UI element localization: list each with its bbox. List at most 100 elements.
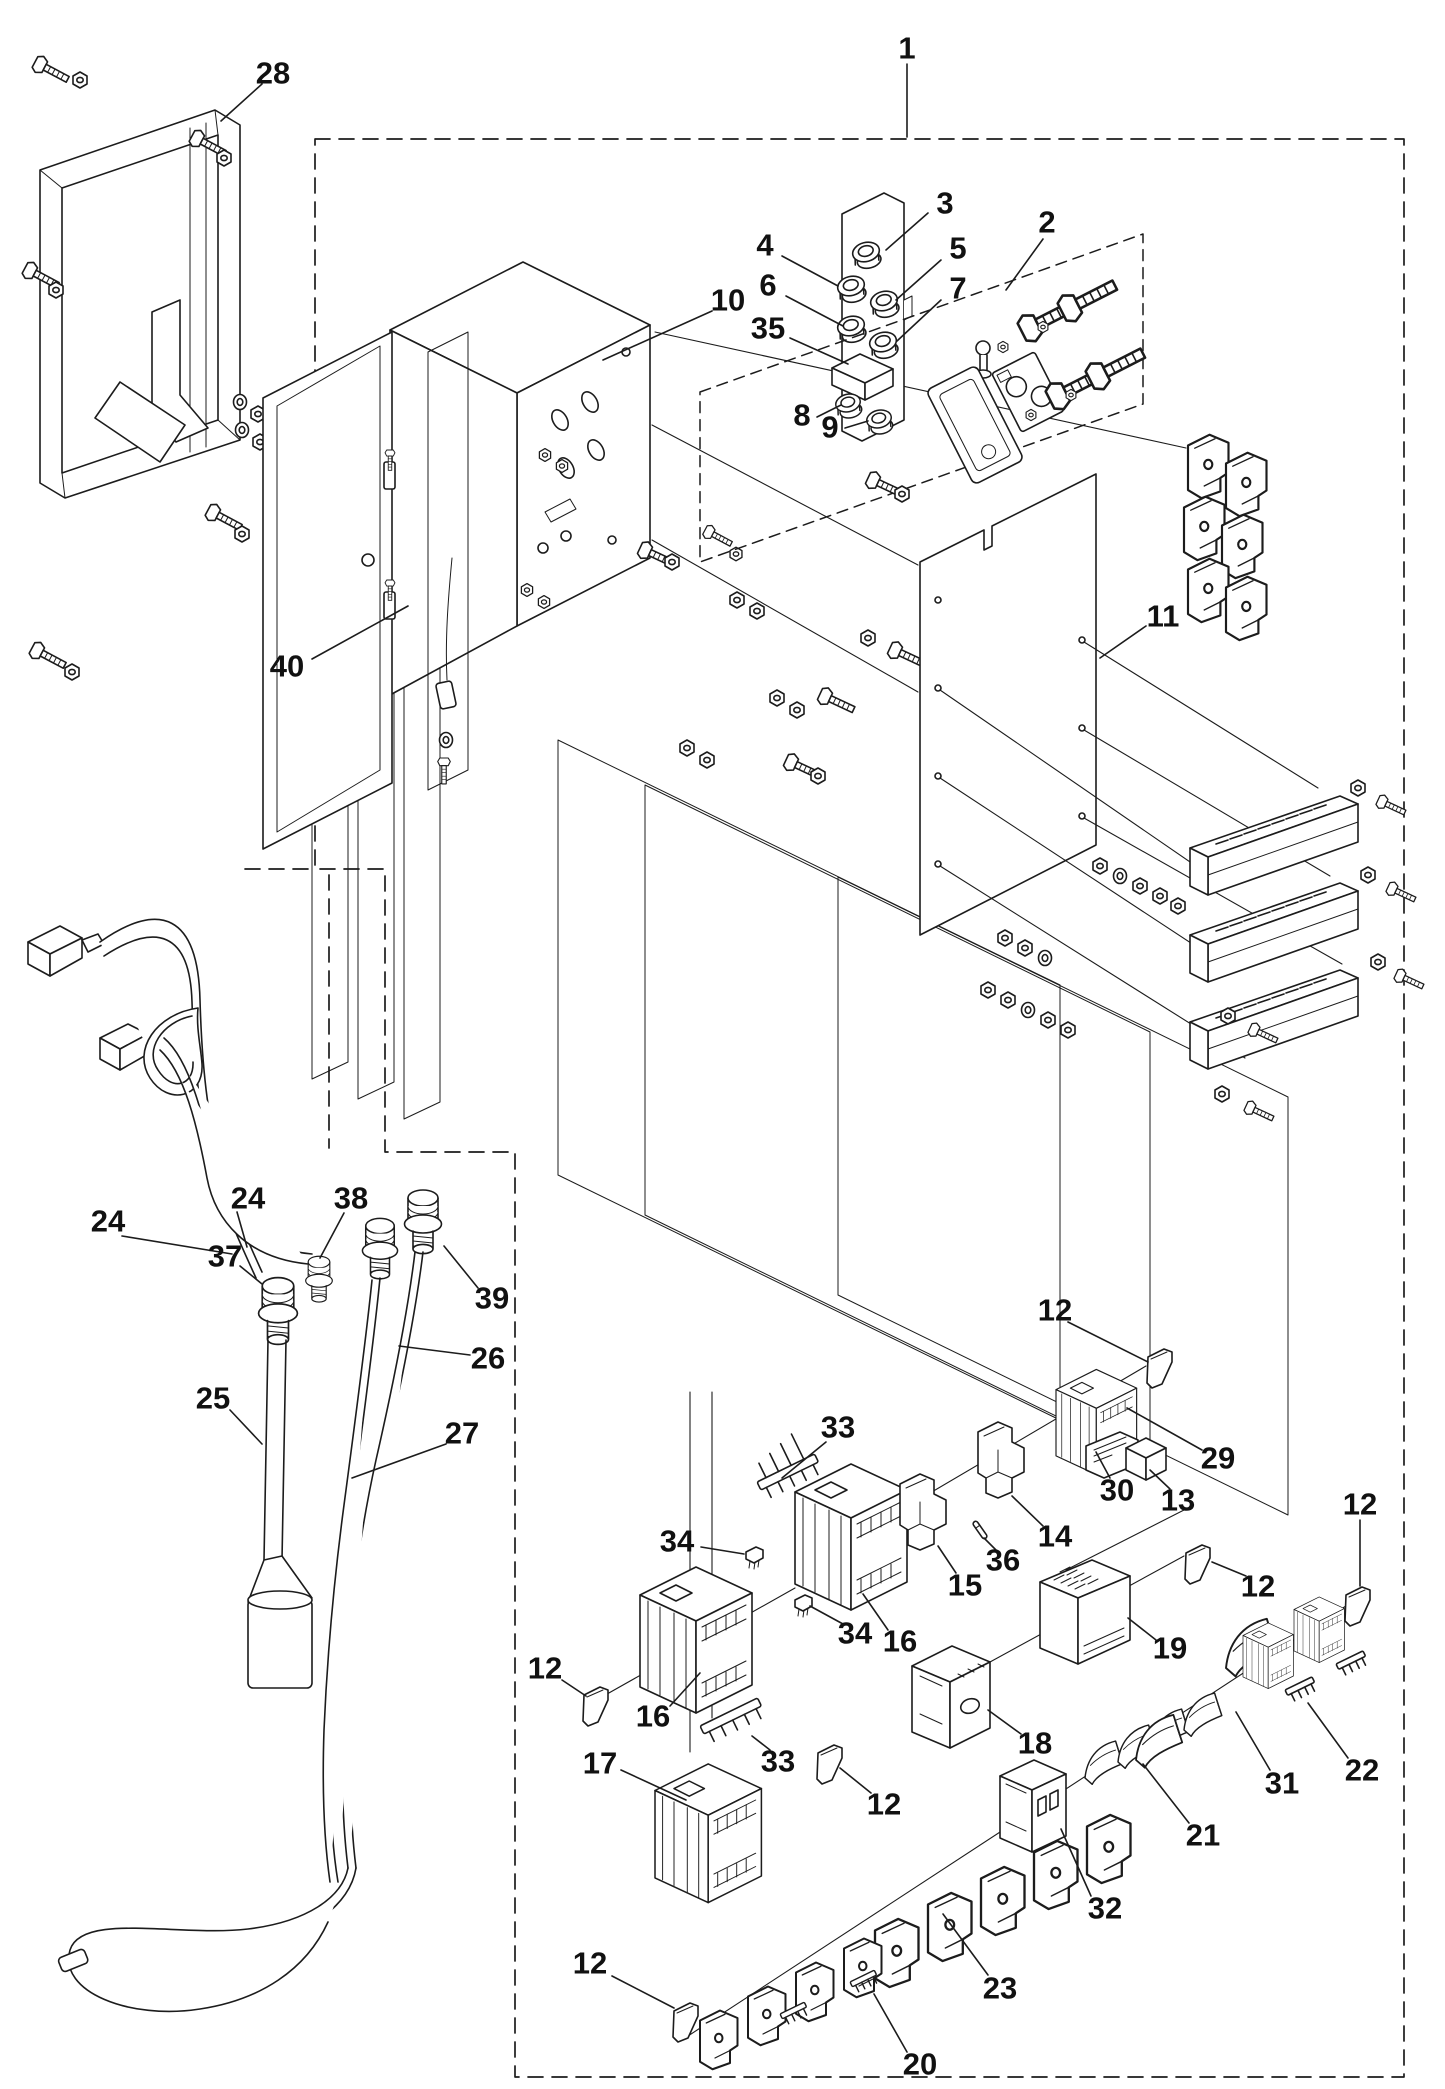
rail-nut-chains: [980, 857, 1281, 1126]
float-sensor-25: [247, 1339, 313, 1689]
callout-leader-33: [781, 1441, 827, 1479]
assembly-boundary-1: [244, 138, 1405, 2078]
callout-label-1: 1: [898, 31, 915, 66]
callout-label-28: 28: [256, 56, 290, 91]
callout-leader-4: [781, 255, 839, 287]
aux-block-14: [977, 1421, 1025, 1499]
callout-label-5: 5: [949, 231, 966, 266]
cable-gland-mid: [361, 1217, 399, 1280]
callout-leader-11: [1099, 625, 1147, 659]
callout-leader-20: [873, 1993, 908, 2053]
callout-leader-29: [1126, 1407, 1203, 1451]
callout-label-11: 11: [1147, 599, 1180, 634]
breaker-32: [999, 1759, 1067, 1853]
cable-gland-38: [305, 1255, 333, 1303]
relay-b: [1293, 1596, 1345, 1663]
callout-leader-31: [1235, 1711, 1271, 1771]
callout-label-12: 12: [573, 1946, 607, 1981]
callout-label-12: 12: [867, 1787, 901, 1822]
callout-label-32: 32: [1088, 1891, 1122, 1926]
callout-leader-12: [611, 1975, 675, 2009]
callout-leader-16: [862, 1593, 889, 1631]
part-28-mounting-frame: [19, 53, 268, 681]
callout-leader-26: [398, 1345, 471, 1356]
callout-leader-12: [1211, 1561, 1247, 1577]
callout-label-22: 22: [1345, 1753, 1379, 1788]
callout-label-34: 34: [838, 1616, 873, 1651]
part-10-enclosure-box: [262, 261, 1187, 1120]
callout-label-36: 36: [986, 1543, 1020, 1578]
callout-label-33: 33: [761, 1744, 795, 1779]
callout-label-35: 35: [751, 311, 785, 346]
callout-leader-8: [816, 404, 842, 418]
callout-leader-34: [809, 1605, 844, 1625]
callout-leader-40: [311, 605, 409, 660]
callout-label-9: 9: [821, 410, 838, 445]
callout-leader-18: [987, 1709, 1022, 1735]
callout-leader-24: [236, 1211, 248, 1248]
callout-leader-2: [1005, 238, 1044, 291]
callout-leader-3: [885, 212, 929, 251]
callout-leader-23: [942, 1913, 989, 1976]
callout-label-2: 2: [1038, 205, 1055, 240]
callout-leader-14: [1011, 1495, 1044, 1527]
contactor-17: [654, 1763, 763, 1904]
callout-leader-33: [751, 1735, 771, 1751]
callout-label-7: 7: [949, 271, 966, 306]
callout-label-13: 13: [1161, 1483, 1195, 1518]
callout-leader-27: [351, 1443, 447, 1479]
callout-leader-5: [895, 259, 942, 301]
part-11-mounting-plate: [919, 473, 1343, 1059]
callout-label-6: 6: [759, 268, 776, 303]
callout-leader-34: [700, 1546, 745, 1555]
callout-leader-37: [239, 1265, 263, 1285]
terminal-row-20: [699, 1937, 883, 2071]
callout-leader-24: [121, 1235, 233, 1255]
callout-label-38: 38: [334, 1181, 368, 1216]
bottom-components: [582, 1348, 1371, 2071]
callout-leader-19: [1127, 1617, 1157, 1641]
callout-label-12: 12: [1038, 1293, 1072, 1328]
callout-leader-12: [839, 1767, 872, 1794]
callout-label-27: 27: [445, 1416, 479, 1451]
callout-label-21: 21: [1186, 1818, 1220, 1853]
callout-leader-35: [789, 337, 849, 365]
callout-leader-22: [1307, 1702, 1349, 1759]
contactor-16a: [794, 1463, 908, 1611]
callout-label-39: 39: [475, 1281, 509, 1316]
callout-leader-6: [785, 295, 844, 327]
callout-label-10: 10: [711, 283, 745, 318]
callout-label-33: 33: [821, 1410, 855, 1445]
connector-plug-a: [27, 925, 105, 977]
cable-assembly: [27, 918, 443, 2013]
callout-label-37: 37: [208, 1239, 242, 1274]
cable-gland-37: [257, 1276, 299, 1346]
callout-leader-39: [443, 1245, 479, 1289]
callout-leader-36: [983, 1537, 997, 1551]
callout-leader-13: [1149, 1469, 1171, 1490]
callout-leader-17: [620, 1769, 687, 1801]
relay-terminal-cluster: [1182, 433, 1268, 642]
callout-label-3: 3: [936, 186, 953, 221]
callout-leader-7: [896, 299, 942, 342]
power-supply-19: [1039, 1559, 1131, 1665]
callout-label-29: 29: [1201, 1441, 1235, 1476]
contactor-16b: [639, 1566, 753, 1714]
callout-label-16: 16: [636, 1699, 670, 1734]
callout-label-4: 4: [756, 228, 774, 263]
callout-label-19: 19: [1153, 1631, 1187, 1666]
callout-label-16: 16: [883, 1624, 917, 1659]
callout-leader-12: [561, 1679, 587, 1697]
callout-label-23: 23: [983, 1971, 1017, 2006]
callout-label-20: 20: [903, 2047, 937, 2082]
callout-leader-16: [669, 1672, 701, 1707]
spacer-31a: [1135, 1714, 1184, 1769]
relay-35: [831, 353, 894, 401]
callout-label-24: 24: [231, 1181, 266, 1216]
callout-leader-12: [1067, 1321, 1149, 1363]
callout-label-14: 14: [1038, 1519, 1073, 1554]
callout-label-34: 34: [660, 1524, 695, 1559]
callout-leader-10: [602, 310, 713, 361]
